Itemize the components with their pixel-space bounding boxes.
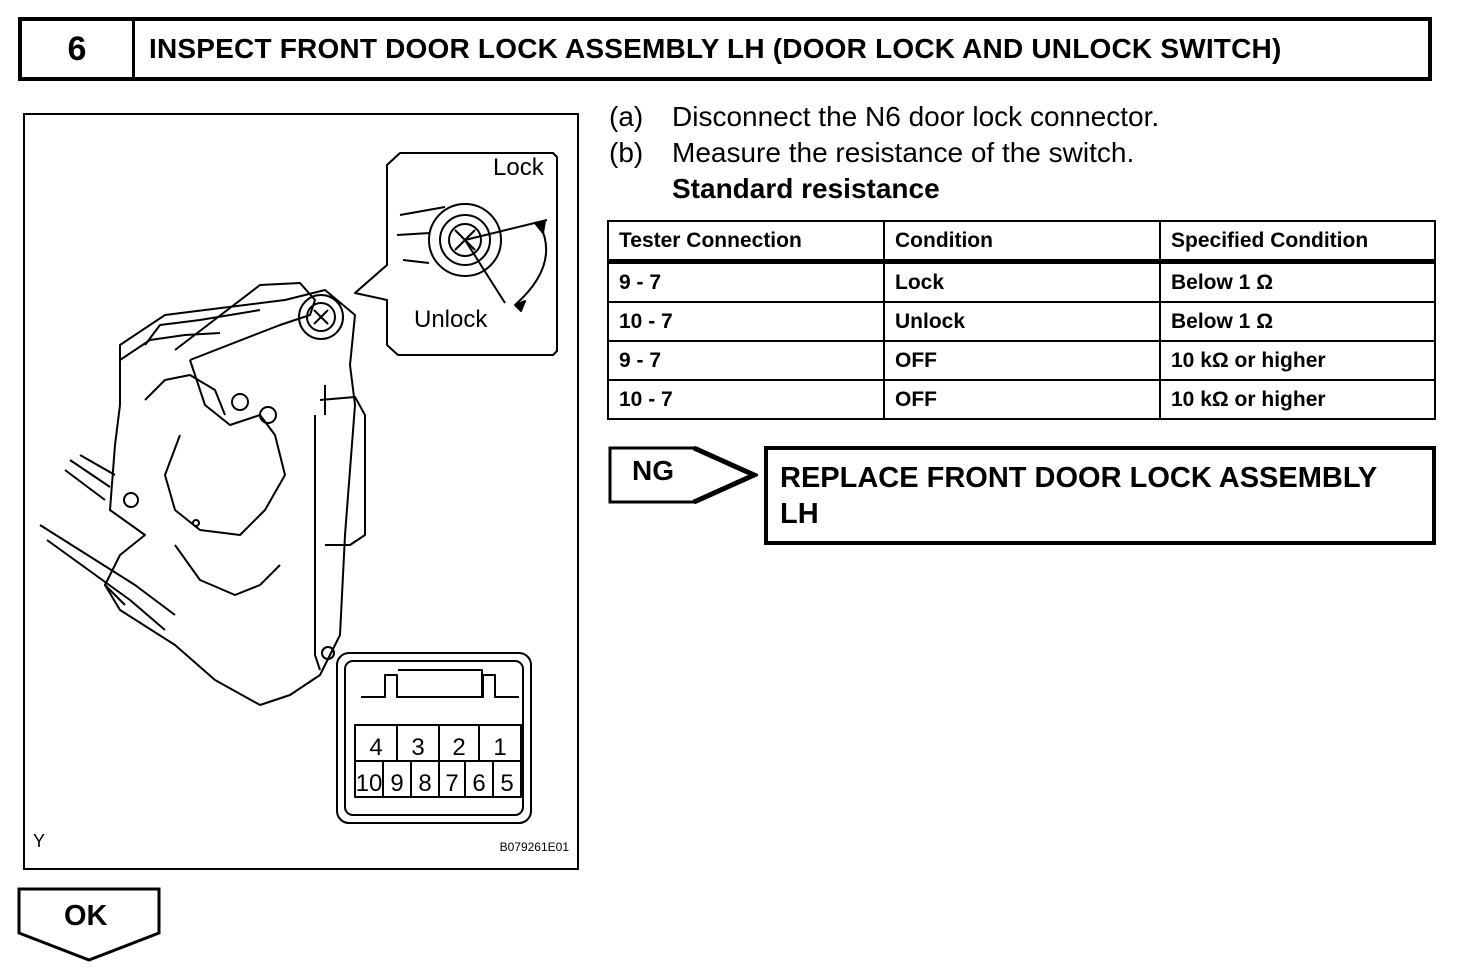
figure-code: B079261E01 [499,840,569,854]
pin-label: 9 [390,770,403,797]
table-row: 10 - 7 Unlock Below 1 Ω [607,301,1436,342]
ok-arrow-icon [17,887,161,962]
table-header: Specified Condition [1159,220,1436,264]
pin-label: 7 [445,770,458,797]
pin-label: 8 [418,770,431,797]
ng-action-box: REPLACE FRONT DOOR LOCK ASSEMBLY LH [764,446,1436,545]
table-cell: OFF [883,379,1161,420]
instruction-letter: (b) [609,137,644,168]
ok-label: OK [64,900,108,932]
standard-resistance-label: Standard resistance [672,173,940,204]
table-cell: 10 - 7 [607,301,885,342]
instruction-text: Measure the resistance of the switch. [672,137,1135,168]
instruction-a: (a) Disconnect the N6 door lock connecto… [609,99,1159,135]
table-header: Tester Connection [607,220,885,264]
table-cell: 10 - 7 [607,379,885,420]
table-cell: Unlock [883,301,1161,342]
pin-label: 5 [500,770,513,797]
pin-label: 6 [472,770,485,797]
table-row: 10 - 7 OFF 10 kΩ or higher [607,379,1436,420]
callout-unlock-label: Unlock [414,306,488,333]
table-cell: 10 kΩ or higher [1159,340,1436,381]
table-cell: 9 - 7 [607,340,885,381]
table-cell: Below 1 Ω [1159,260,1436,303]
ng-label: NG [632,455,674,486]
door-lock-drawing: Lock Unlock 4 3 2 1 10 9 8 7 6 5 [39,152,558,824]
pin-label: 1 [493,734,506,761]
pin-label: 4 [369,734,382,761]
table-cell: 10 kΩ or higher [1159,379,1436,420]
pin-label: 10 [356,770,383,797]
instruction-letter: (a) [609,101,644,132]
table-cell: 9 - 7 [607,260,885,303]
table-row: 9 - 7 OFF 10 kΩ or higher [607,340,1436,381]
instruction-text: Disconnect the N6 door lock connector. [672,101,1160,132]
pin-label: 2 [452,734,465,761]
resistance-table: Tester Connection Condition Specified Co… [607,220,1436,420]
instructions: (a) Disconnect the N6 door lock connecto… [609,99,1159,207]
pin-label: 3 [411,734,424,761]
table-row: 9 - 7 Lock Below 1 Ω [607,260,1436,303]
callout-lock-label: Lock [493,154,545,181]
table-cell: Below 1 Ω [1159,301,1436,342]
table-cell: OFF [883,340,1161,381]
figure-corner-mark: Y [33,831,46,851]
door-lock-illustration: Lock Unlock 4 3 2 1 10 9 8 7 6 5 Y B0792… [23,113,579,870]
instruction-b: (b) Measure the resistance of the switch… [609,135,1159,171]
table-header: Condition [883,220,1161,264]
ng-arrow-icon [608,446,758,504]
table-cell: Lock [883,260,1161,303]
step-number: 6 [22,21,135,77]
step-title: INSPECT FRONT DOOR LOCK ASSEMBLY LH (DOO… [149,33,1282,64]
step-header: 6 INSPECT FRONT DOOR LOCK ASSEMBLY LH (D… [18,17,1432,81]
table-header-row: Tester Connection Condition Specified Co… [607,220,1436,264]
